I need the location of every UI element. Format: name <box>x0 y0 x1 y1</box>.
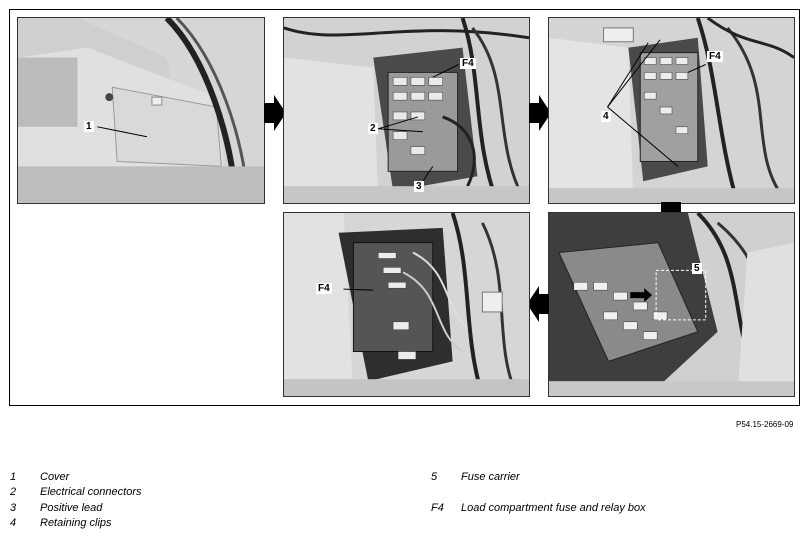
fuse-carrier-photo <box>549 213 794 396</box>
legend-label: Positive lead <box>40 502 103 514</box>
callout-f4-step-5: F4 <box>316 283 332 294</box>
legend-key: 1 <box>10 471 17 483</box>
fuse-relay-box-photo <box>284 213 529 396</box>
legend-label: Retaining clips <box>40 517 112 529</box>
figure-reference: P54.15-2669-09 <box>736 420 794 429</box>
arrow-right-icon <box>529 95 551 131</box>
legend-key: 2 <box>10 486 17 498</box>
callout-2: 2 <box>368 123 378 134</box>
photo-step-3 <box>548 17 795 204</box>
photo-step-4 <box>548 212 795 397</box>
legend-label: Cover <box>40 471 70 483</box>
photo-step-2 <box>283 17 530 204</box>
legend-key: 3 <box>10 502 17 514</box>
retaining-clips-photo <box>549 18 794 203</box>
callout-5: 5 <box>692 263 702 274</box>
arrow-left-icon <box>527 286 549 322</box>
arrow-down-icon <box>653 202 689 224</box>
legend-key: 5 <box>431 471 438 483</box>
arrow-right-icon <box>264 95 286 131</box>
legend-key: 4 <box>10 517 17 529</box>
legend-label: Fuse carrier <box>461 471 520 483</box>
callout-f4-step-2: F4 <box>460 58 476 69</box>
legend-label: Electrical connectors <box>40 486 142 498</box>
photo-step-5 <box>283 212 530 397</box>
fuse-box-connectors-photo <box>284 18 529 203</box>
callout-4: 4 <box>601 111 611 122</box>
legend-label: Load compartment fuse and relay box <box>461 502 646 514</box>
callout-1: 1 <box>84 121 94 132</box>
callout-3: 3 <box>414 181 424 192</box>
callout-f4-step-3: F4 <box>707 51 723 62</box>
load-compartment-photo <box>18 18 264 203</box>
legend-key: F4 <box>431 502 444 514</box>
photo-step-1 <box>17 17 265 204</box>
